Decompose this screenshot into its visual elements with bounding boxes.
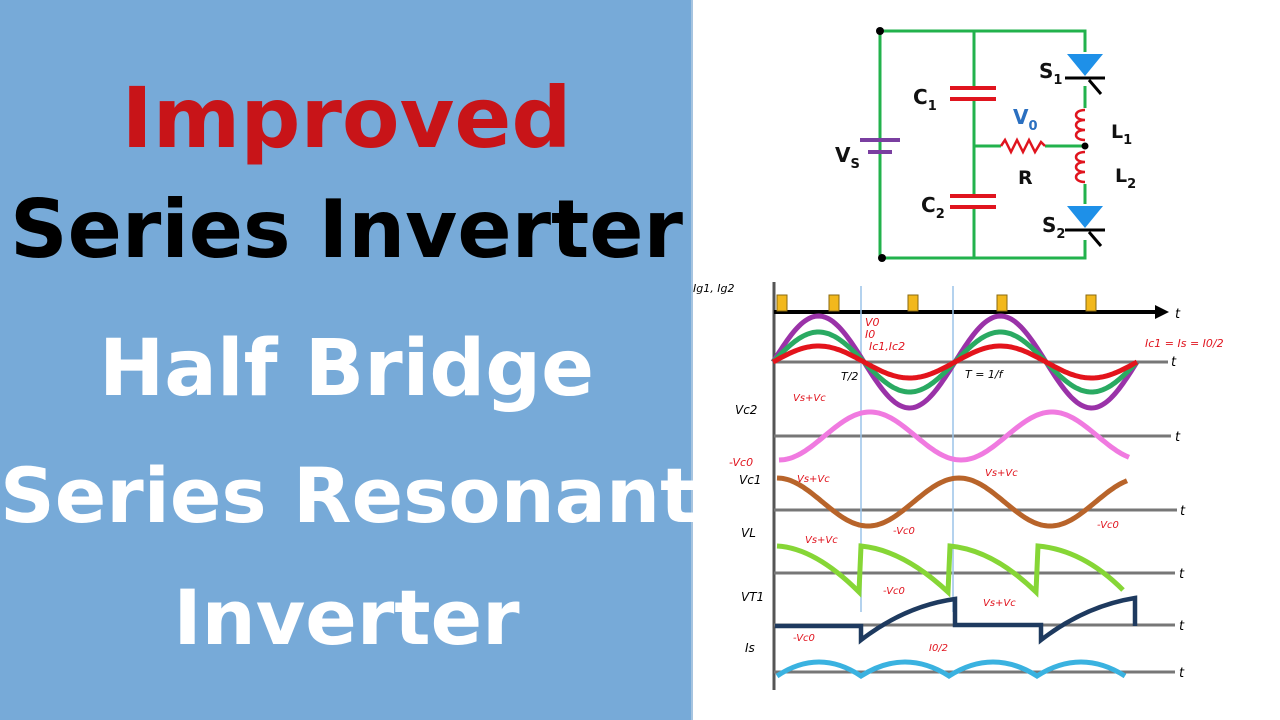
gate-pulse	[776, 294, 788, 312]
wire-left-bottom	[878, 31, 1087, 260]
label-l1: L1	[1111, 121, 1132, 148]
t-label-2: t	[1171, 355, 1177, 370]
t-label-1: t	[1175, 307, 1181, 322]
label-c2: C2	[921, 193, 945, 222]
label-s2: S2	[1042, 213, 1065, 242]
battery-plate-short	[868, 150, 892, 154]
s2-gate	[1087, 231, 1103, 247]
row-label-vc1: Vc1	[739, 473, 761, 487]
label-l2: L2	[1115, 165, 1136, 192]
t-label-3: t	[1175, 430, 1181, 445]
title-series-resonant: Series Resonant	[0, 451, 697, 540]
t-label-4: t	[1180, 504, 1186, 519]
diagram-panel: VS C1 C2 V0 R S1 S2 L1 L2 t t t t	[693, 0, 1280, 720]
note-neg-vc0-3: -Vc0	[883, 586, 905, 597]
t-label-6: t	[1179, 619, 1185, 634]
note-vs-vc-4: Vs+Vc	[805, 535, 838, 546]
note-v0: V0	[865, 316, 880, 329]
circuit-diagram: VS C1 C2 V0 R S1 S2 L1 L2	[835, 27, 1136, 262]
row-label-vl: VL	[741, 526, 756, 540]
note-vs-vc-5: Vs+Vc	[983, 598, 1016, 609]
note-ic-equation: Ic1 = Is = I0/2	[1145, 337, 1224, 350]
title-panel: Improved Series Inverter Half Bridge Ser…	[0, 0, 693, 720]
note-i0: I0	[865, 328, 875, 341]
gate-pulse	[996, 294, 1008, 312]
row-label-is: Is	[745, 641, 755, 655]
c1-plate-top	[950, 86, 996, 90]
wave-vc2	[778, 409, 1131, 463]
thyristor-s2	[1067, 206, 1103, 228]
arrow-gate-pulses	[1155, 305, 1169, 319]
row-label-vc2: Vc2	[735, 403, 757, 417]
wave-vc1	[776, 475, 1129, 529]
t-label-7: t	[1179, 666, 1185, 681]
thyristor-s1	[1067, 54, 1103, 76]
note-t-period: T = 1/f	[965, 368, 1005, 381]
label-c1: C1	[913, 85, 937, 114]
node-top	[876, 27, 884, 35]
note-t-half: T/2	[841, 370, 858, 383]
gate-pulse	[907, 294, 919, 312]
note-vs-vc-1: Vs+Vc	[793, 393, 826, 404]
c2-plate-top	[950, 194, 996, 198]
row-label-gates: Ig1, Ig2	[693, 282, 734, 295]
node-mid	[1081, 142, 1089, 150]
waveform-diagrams: t t t t t t t	[693, 282, 1224, 690]
wave-vl	[776, 543, 1125, 598]
node-bottom	[878, 254, 886, 262]
inductors-l1-l2	[1074, 108, 1086, 184]
t-label-5: t	[1179, 567, 1185, 582]
note-neg-vc0-4: -Vc0	[793, 633, 815, 644]
note-vs-vc-3: Vs+Vc	[985, 468, 1018, 479]
wave-is	[775, 659, 1127, 679]
battery-plate-long	[860, 138, 900, 142]
s1-gate	[1087, 79, 1103, 95]
row-label-vt1: VT1	[741, 590, 764, 604]
note-i0-half: I0/2	[929, 643, 948, 654]
wave-vt1	[775, 595, 1138, 645]
note-neg-vc0-1: -Vc0	[893, 526, 915, 537]
label-v0: V0	[1013, 105, 1038, 134]
title-half-bridge: Half Bridge	[99, 324, 594, 414]
circuit-and-waveforms: VS C1 C2 V0 R S1 S2 L1 L2 t t t t	[693, 27, 1224, 690]
wire-top	[880, 29, 1087, 52]
gate-pulse	[1085, 294, 1097, 312]
label-s1: S1	[1039, 59, 1062, 88]
row-label-neg-vc0: -Vc0	[729, 456, 753, 469]
note-neg-vc0-2: -Vc0	[1097, 520, 1119, 531]
annotations: V0 I0 Ic1,Ic2 Ic1 = Is = I0/2 Vs+Vc Vs+V…	[793, 316, 1224, 654]
title-inverter: Inverter	[173, 573, 520, 662]
title-improved: Improved	[121, 69, 572, 167]
resistor-r	[999, 137, 1046, 155]
c1-plate-bottom	[950, 97, 996, 101]
label-vs: VS	[835, 143, 860, 172]
label-r: R	[1018, 167, 1033, 189]
c2-plate-bottom	[950, 205, 996, 209]
note-ic: Ic1,Ic2	[869, 340, 905, 353]
note-vs-vc-2: Vs+Vc	[797, 474, 830, 485]
wave-ic	[771, 343, 1139, 381]
title-series-inverter: Series Inverter	[9, 183, 683, 276]
gate-pulse	[828, 294, 840, 312]
